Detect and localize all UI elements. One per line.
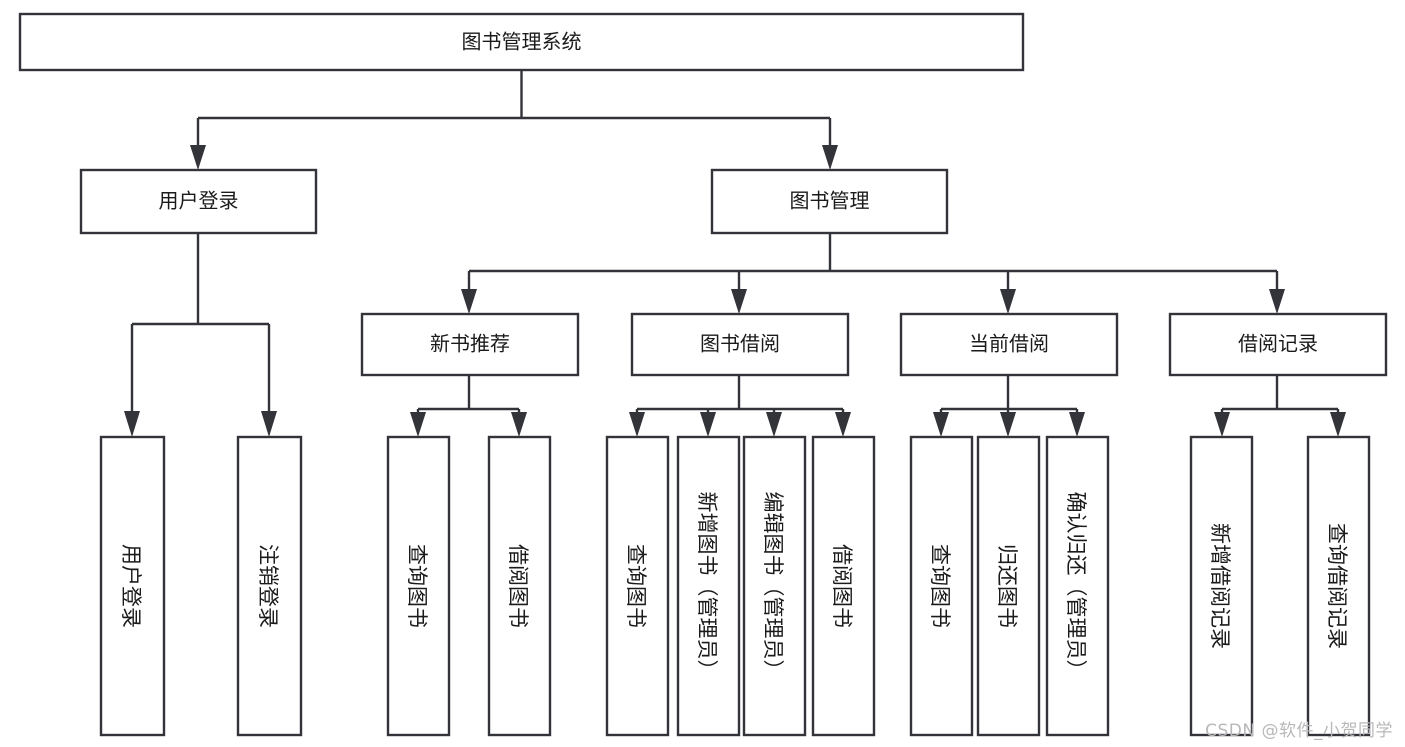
node-borrow-book-b-label: 借阅图书	[830, 544, 854, 628]
node-query-book-b-box[interactable]	[605, 435, 670, 737]
node-login-action-label: 用户登录	[119, 544, 143, 628]
arrow-n2c-to-n2c2	[1000, 412, 1016, 437]
node-book-management-label: 图书管理	[790, 189, 870, 213]
arrow-n2-to-n2c	[1000, 289, 1016, 314]
node-query-book-a[interactable]: 查询图书	[386, 435, 451, 737]
node-return-book-label: 归还图书	[995, 544, 1019, 628]
node-borrow-book-a-label: 借阅图书	[506, 544, 530, 628]
node-add-book-admin[interactable]: 新增图书（管理员）	[676, 435, 741, 737]
edge-group-n2	[461, 233, 1285, 314]
node-logout-action-box[interactable]	[236, 435, 303, 737]
node-root-label: 图书管理系统	[462, 30, 582, 54]
node-edit-book-admin-box[interactable]	[742, 435, 807, 737]
node-query-book-a-label: 查询图书	[405, 544, 429, 628]
node-add-book-admin-box[interactable]	[676, 435, 741, 737]
node-add-borrow-record[interactable]: 新增借阅记录	[1189, 435, 1254, 737]
node-query-book-c[interactable]: 查询图书	[909, 435, 974, 737]
node-borrow-book-a[interactable]: 借阅图书	[487, 435, 552, 737]
node-edit-book-admin-label: 编辑图书（管理员）	[761, 492, 785, 681]
node-book-borrow-label: 图书借阅	[700, 332, 780, 356]
node-query-book-b-label: 查询图书	[624, 544, 648, 628]
node-user-login[interactable]: 用户登录	[79, 168, 318, 235]
arrow-root-to-n1	[190, 145, 206, 170]
edge-group-n2c	[933, 375, 1085, 437]
node-borrow-book-b-box[interactable]	[811, 435, 876, 737]
node-confirm-return-admin-label: 确认归还（管理员）	[1064, 492, 1088, 681]
node-new-book-recommend-label: 新书推荐	[430, 332, 510, 356]
arrow-n2b-to-n2b4	[835, 412, 851, 437]
node-confirm-return-admin[interactable]: 确认归还（管理员）	[1045, 435, 1110, 737]
node-borrow-record-box[interactable]	[1168, 312, 1388, 377]
arrow-n2a-to-n2a2	[511, 412, 527, 437]
node-query-book-a-box[interactable]	[386, 435, 451, 737]
node-current-borrow-label: 当前借阅	[969, 332, 1049, 356]
node-user-login-box[interactable]	[79, 168, 318, 235]
node-query-book-c-label: 查询图书	[928, 544, 952, 628]
node-root[interactable]: 图书管理系统	[18, 12, 1025, 72]
node-borrow-record[interactable]: 借阅记录	[1168, 312, 1388, 377]
node-borrow-record-label: 借阅记录	[1238, 332, 1318, 356]
node-query-book-c-box[interactable]	[909, 435, 974, 737]
node-query-book-b[interactable]: 查询图书	[605, 435, 670, 737]
node-query-borrow-record[interactable]: 查询借阅记录	[1306, 435, 1371, 737]
node-current-borrow[interactable]: 当前借阅	[899, 312, 1119, 377]
node-login-action-box[interactable]	[99, 435, 166, 737]
arrow-n2c-to-n2c1	[933, 412, 949, 437]
edge-group-n2a	[410, 375, 527, 437]
node-new-book-recommend[interactable]: 新书推荐	[360, 312, 580, 377]
node-add-book-admin-label: 新增图书（管理员）	[695, 492, 719, 681]
node-query-borrow-record-label: 查询借阅记录	[1325, 523, 1349, 649]
arrow-n2b-to-n2b3	[766, 412, 782, 437]
node-book-management-box[interactable]	[710, 168, 949, 235]
node-book-borrow[interactable]: 图书借阅	[630, 312, 850, 377]
arrow-root-to-n2	[822, 145, 838, 170]
arrow-n2-to-n2a	[461, 289, 477, 314]
edge-group-n2d	[1214, 375, 1346, 437]
node-confirm-return-admin-box[interactable]	[1045, 435, 1110, 737]
node-return-book[interactable]: 归还图书	[976, 435, 1041, 737]
node-book-management[interactable]: 图书管理	[710, 168, 949, 235]
node-edit-book-admin[interactable]: 编辑图书（管理员）	[742, 435, 807, 737]
node-logout-action[interactable]: 注销登录	[236, 435, 303, 737]
node-return-book-box[interactable]	[976, 435, 1041, 737]
node-borrow-book-b[interactable]: 借阅图书	[811, 435, 876, 737]
arrow-n1-to-n1b	[261, 411, 277, 437]
arrow-n2d-to-n2d1	[1214, 412, 1230, 437]
node-query-borrow-record-box[interactable]	[1306, 435, 1371, 737]
node-borrow-book-a-box[interactable]	[487, 435, 552, 737]
node-add-borrow-record-label: 新增借阅记录	[1208, 523, 1232, 649]
arrow-n2c-to-n2c3	[1069, 412, 1085, 437]
arrow-n2d-to-n2d2	[1330, 412, 1346, 437]
node-root-box[interactable]	[18, 12, 1025, 72]
arrow-n2b-to-n2b1	[629, 412, 645, 437]
node-current-borrow-box[interactable]	[899, 312, 1119, 377]
edge-group-n2b	[629, 375, 851, 437]
node-add-borrow-record-box[interactable]	[1189, 435, 1254, 737]
node-book-borrow-box[interactable]	[630, 312, 850, 377]
node-user-login-label: 用户登录	[159, 189, 239, 213]
edge-group-n1	[124, 233, 277, 437]
arrow-n2b-to-n2b2	[700, 412, 716, 437]
arrow-n2-to-n2d	[1269, 289, 1285, 314]
arrow-n2-to-n2b	[731, 289, 747, 314]
node-login-action[interactable]: 用户登录	[99, 435, 166, 737]
arrow-n1-to-n1a	[124, 411, 140, 437]
node-logout-action-label: 注销登录	[256, 544, 280, 628]
arrow-n2a-to-n2a1	[410, 412, 426, 437]
node-new-book-recommend-box[interactable]	[360, 312, 580, 377]
edge-group-root	[190, 70, 838, 170]
